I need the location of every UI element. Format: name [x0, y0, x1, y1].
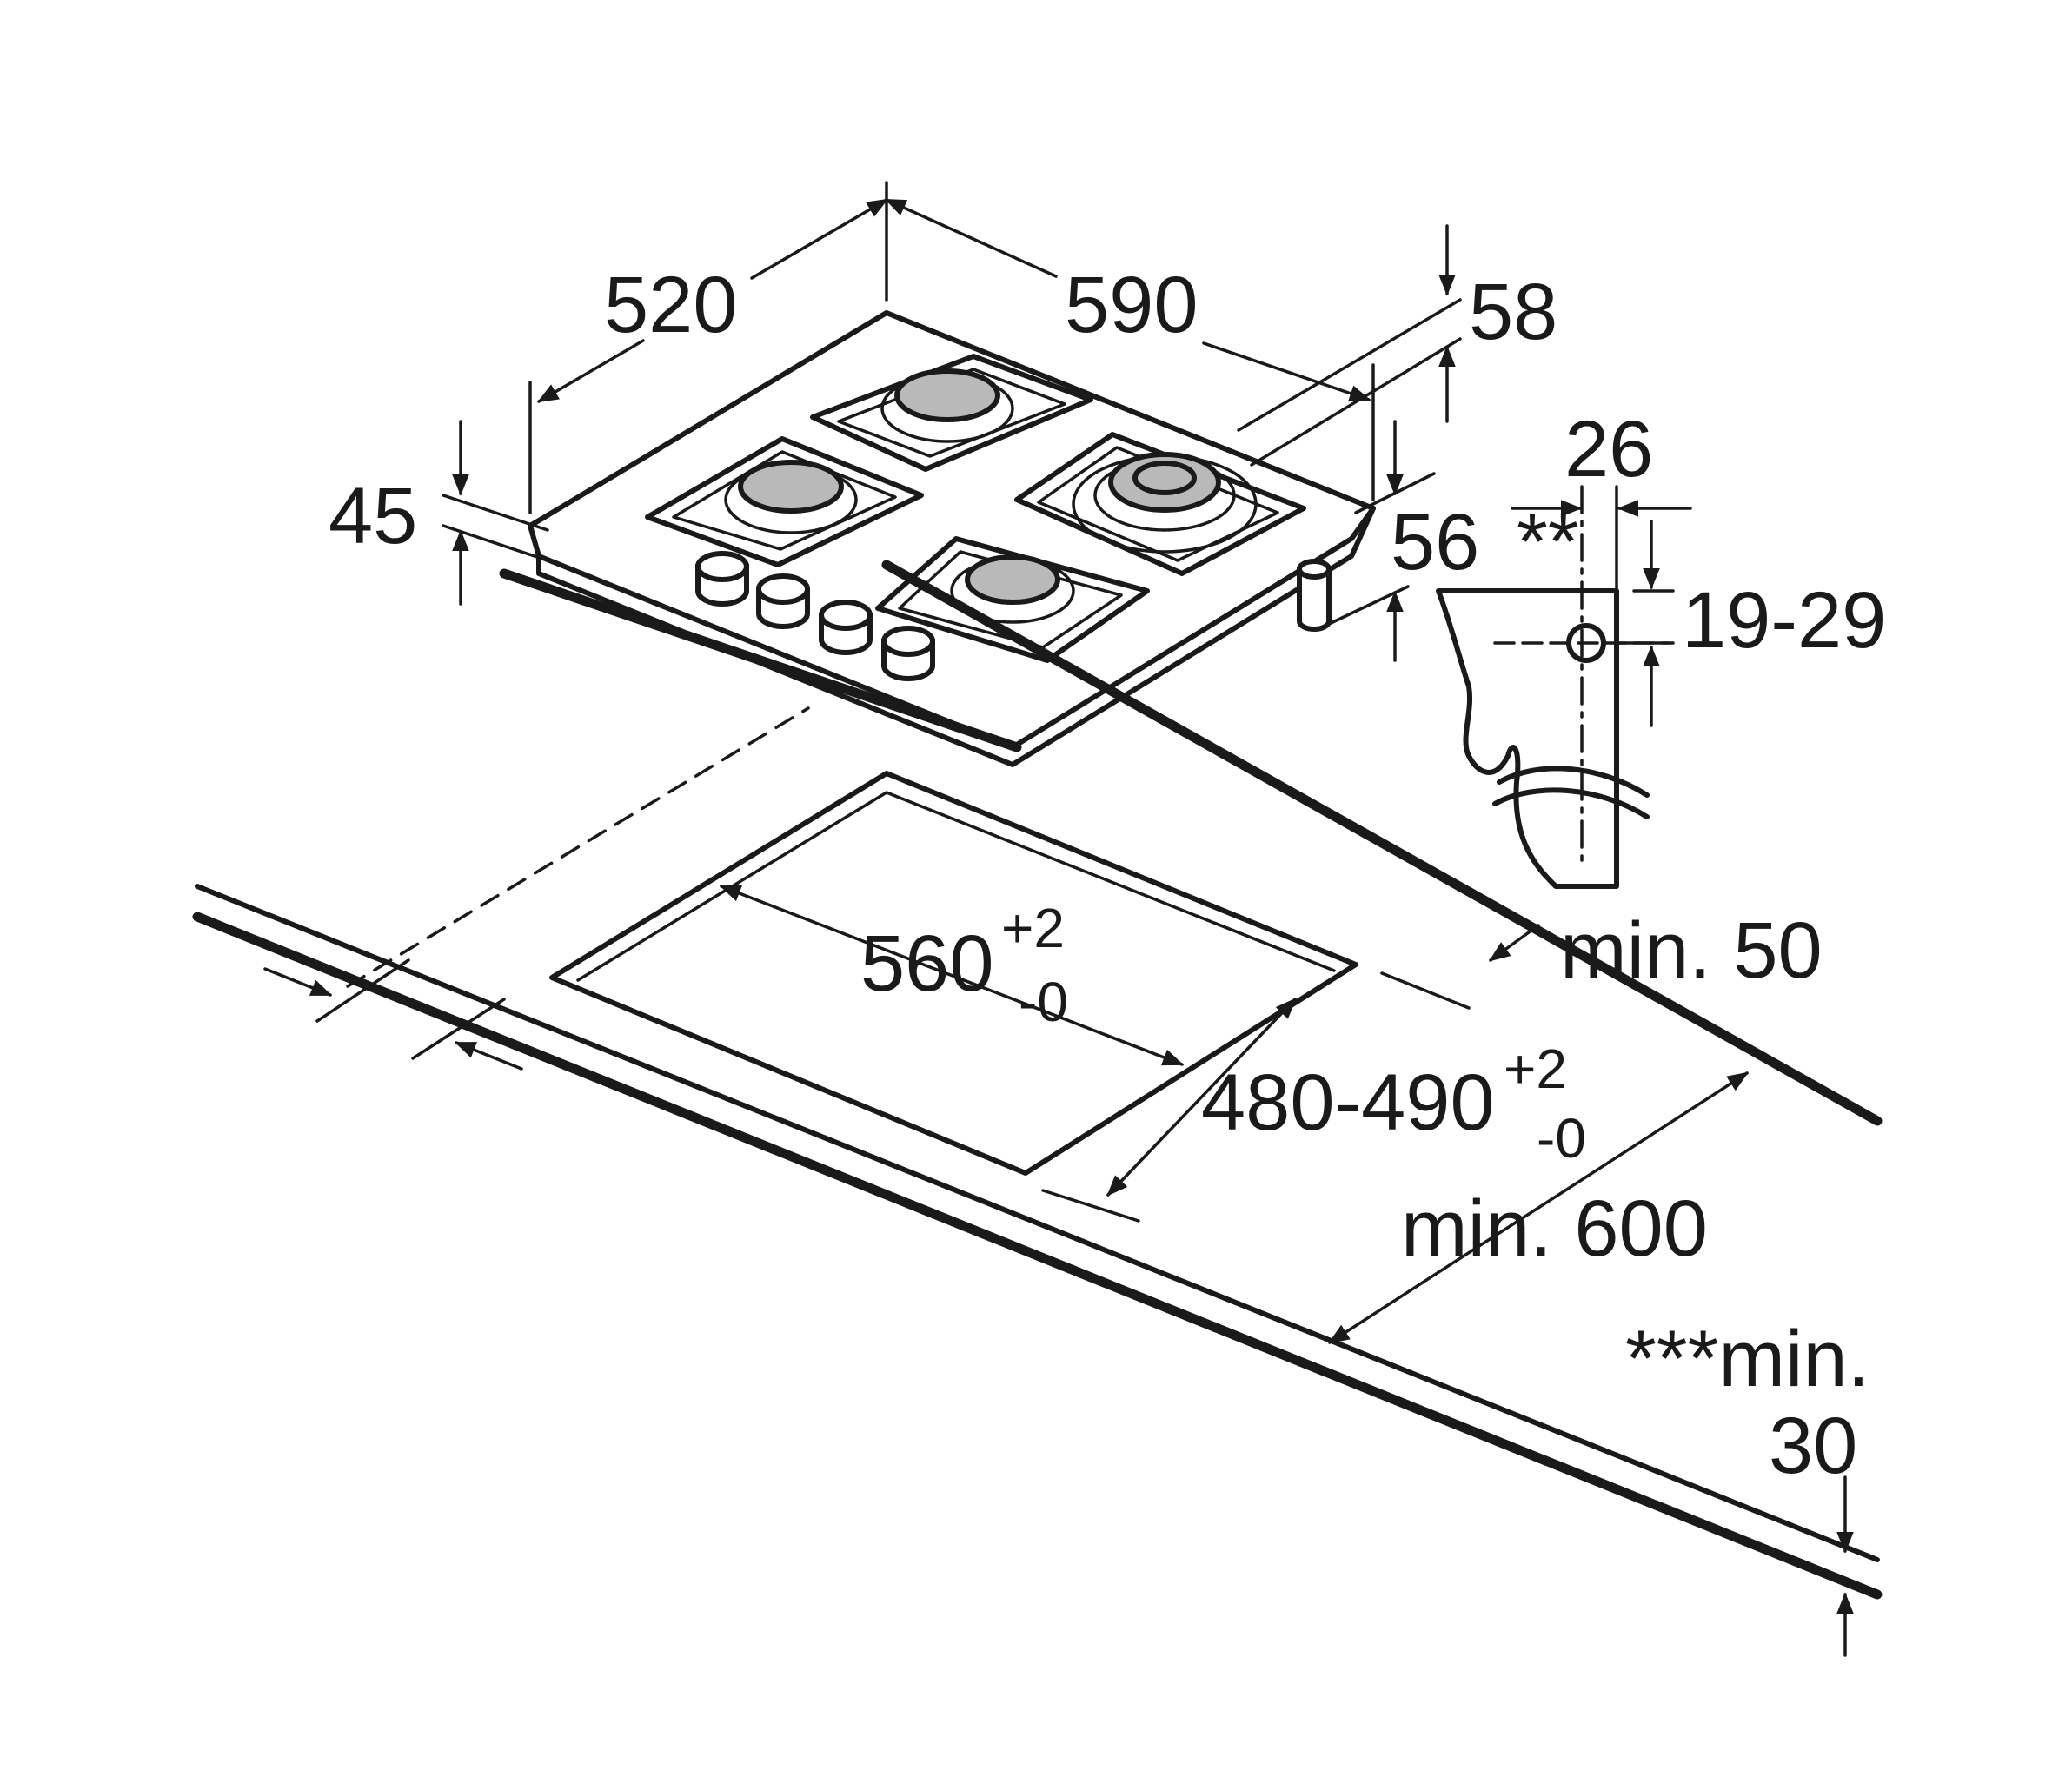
label-section-asterisk: ** [1517, 498, 1579, 587]
pan-support-front-right [875, 536, 1150, 663]
control-knobs [695, 551, 935, 681]
cutout-width-arrow [719, 885, 1185, 1066]
label-hob-width: 590 [1065, 261, 1199, 349]
label-cutout-depth: 480-490 [1201, 1058, 1495, 1147]
height-58-ext-top [1237, 298, 1462, 432]
label-cutout-width-tol-plus: +2 [1001, 897, 1065, 959]
gas-pipe-hole [1566, 623, 1606, 663]
cutout-depth-ext-rear [1380, 971, 1471, 1010]
gas-connection-leg [1297, 559, 1332, 632]
cutout-projection-line [346, 706, 810, 988]
label-worktop-depth: min. 600 [1401, 1184, 1708, 1273]
cutout-inner-edge [576, 791, 1336, 982]
knob-3 [819, 600, 873, 655]
knob-1 [695, 551, 749, 607]
burner-rear-right-wok [1072, 452, 1258, 554]
cutout-depth-ext-front [1041, 1189, 1140, 1223]
worktop-side-section [1436, 485, 1692, 889]
label-rear-clearance: min. 50 [1560, 906, 1823, 995]
front-offset-arrow-right [454, 1041, 523, 1071]
front-offset-tick-left [315, 958, 410, 1023]
depth-520-arrow-bottom [536, 339, 645, 403]
hob-lower-rim [499, 568, 1022, 752]
height-45-ext-top [442, 494, 549, 532]
label-front-clearance-line2: 30 [1769, 1402, 1857, 1490]
worktop-profile [1436, 588, 1619, 889]
label-hob-depth: 520 [604, 261, 738, 349]
label-cutout-depth-tol-plus: +2 [1504, 1038, 1567, 1100]
section-break-line-bottom [1492, 787, 1650, 819]
width-590-arrow-right [1202, 341, 1371, 402]
label-cutout-width: 560 [860, 919, 994, 1008]
label-section-thickness: 19-29 [1682, 576, 1886, 665]
burner-front-left [724, 460, 858, 534]
section-break-line-top [1497, 766, 1650, 798]
label-section-width: 26 [1564, 405, 1653, 494]
label-cutout-depth-tol-minus: -0 [1537, 1107, 1586, 1170]
worktop-depth-arrow [1327, 1071, 1750, 1344]
cutout-depth-arrow [1106, 998, 1297, 1197]
front-offset-arrow-left [263, 967, 333, 997]
label-leg-height: 56 [1391, 498, 1479, 587]
hob-body [536, 506, 1376, 767]
cutout-outline [549, 771, 1358, 1176]
depth-520-arrow-top [750, 198, 889, 280]
height-58-ext-bottom [1250, 337, 1462, 467]
rear-clearance-arrow [1489, 924, 1540, 962]
worktop-cutout [549, 771, 1471, 1223]
burner-rear-left [880, 368, 1014, 443]
gas-hob [499, 310, 1376, 767]
label-hob-height: 45 [329, 472, 417, 560]
width-590-arrow-left [884, 198, 1058, 278]
label-front-clearance-line1: ***min. [1625, 1315, 1869, 1403]
burner-front-right [950, 554, 1075, 624]
worktop [192, 560, 1883, 1600]
label-rear-height: 58 [1469, 268, 1557, 356]
worktop-front-edge-top [195, 884, 1880, 1562]
front-offset-tick-right [411, 998, 506, 1060]
knob-4 [881, 626, 935, 681]
label-cutout-width-tol-minus: -0 [1019, 971, 1068, 1033]
worktop-front-edge-bottom [192, 912, 1883, 1600]
knob-2 [756, 573, 810, 629]
